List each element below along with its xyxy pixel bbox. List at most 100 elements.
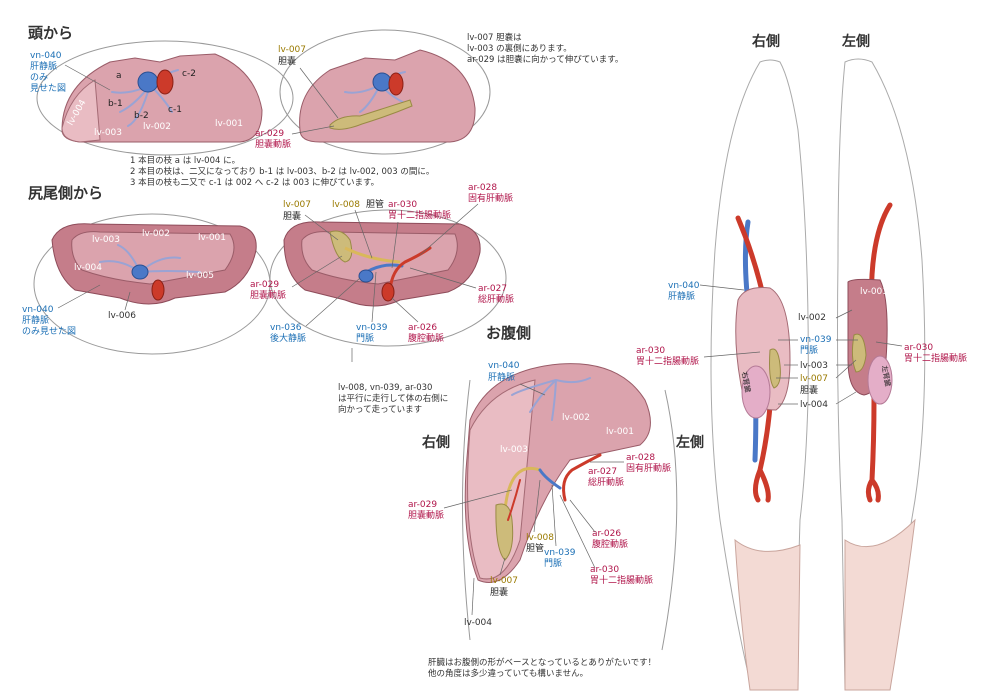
label-lv001-head: lv-001 — [215, 119, 243, 129]
head-view-hepatic-branches — [111, 69, 179, 127]
label-bile-duct-belly: 胆管 — [526, 542, 544, 554]
label-ar030-right: ar-030 — [636, 346, 665, 356]
label-ar030-left: ar-030 — [904, 343, 933, 353]
tail-view-gallbladder — [329, 230, 353, 263]
leader-lv004-belly — [471, 577, 475, 616]
head-view-vena-cava-2 — [372, 72, 392, 92]
label-proper-hepatic-tail2: 固有肝動脈 — [468, 192, 513, 204]
label-lv007-belly: lv-007 — [490, 576, 518, 586]
leader-ar026-belly — [569, 499, 596, 533]
leader-vn039-belly — [551, 484, 557, 547]
label-gallbladder-tail2: 胆嚢 — [283, 210, 301, 222]
label-ar027-belly: ar-027 — [588, 467, 617, 477]
label-vn039-tail2: vn-039 — [356, 323, 388, 333]
label-ar029-belly: ar-029 — [408, 500, 437, 510]
tail-view-vena-cava-2 — [358, 269, 374, 283]
left-side-leg — [844, 518, 916, 691]
note-footer-2: 他の角度は多少違っていても構いません。 — [428, 668, 588, 679]
label-proper-hepatic-belly: 固有肝動脈 — [626, 462, 671, 474]
label-lv007-head2: lv-007 — [278, 45, 306, 55]
leader-vn040-tail — [57, 284, 101, 309]
label-vn040-belly: vn-040 — [488, 361, 520, 371]
label-lv003-belly: lv-003 — [500, 445, 528, 455]
belly-body-outline-right — [661, 389, 678, 651]
label-common-hepatic-tail2: 総肝動脈 — [478, 293, 514, 305]
label-cystic-head2: 胆嚢動脈 — [255, 138, 291, 150]
label-vn039-belly: vn-039 — [544, 548, 576, 558]
head-view-lv004-1 — [61, 79, 101, 143]
leader-vn039-tail2 — [371, 271, 377, 323]
tail-view-outline-2 — [269, 209, 507, 347]
leader-ar030-right — [703, 351, 761, 358]
label-ar030-tail2: ar-030 — [388, 200, 417, 210]
belly-portal-vein — [538, 468, 562, 490]
label-lv008-belly: lv-008 — [526, 533, 554, 543]
leader-vn040-belly — [519, 383, 546, 396]
leader-lv007-head2 — [299, 67, 339, 119]
tail-view-vena-cava-1 — [131, 264, 149, 280]
label-celiac-belly: 腹腔動脈 — [592, 538, 628, 550]
leader-ar028-tail2 — [419, 203, 479, 256]
label-ar029-head2: ar-029 — [255, 129, 284, 139]
leader-lv007-side-right — [835, 359, 857, 379]
label-branch-b1: b-1 — [108, 99, 123, 109]
leader-lv008-belly — [533, 479, 541, 533]
leader-vn040-right — [699, 284, 745, 291]
heading-from-head: 頭から — [28, 24, 73, 42]
right-side-leg — [734, 538, 801, 691]
label-ar027-tail2: ar-027 — [478, 284, 507, 294]
leader-ar029-head2 — [291, 125, 335, 135]
head-view-outline-2 — [279, 29, 491, 155]
head-view-aorta-1 — [156, 69, 174, 95]
label-gallbladder-side: 胆嚢 — [800, 384, 818, 396]
note-branch-3: 3 本目の枝も二又で c-1 は 002 へ c-2 は 003 に伸びています… — [130, 177, 379, 188]
label-branch-a: a — [116, 71, 122, 81]
leader-vn036-tail2 — [305, 277, 361, 327]
heading-from-tail: 尻尾側から — [28, 184, 103, 202]
head-view-aorta-2 — [388, 72, 404, 96]
label-lv002-tail: lv-002 — [142, 229, 170, 239]
label-lv003-tail: lv-003 — [92, 235, 120, 245]
label-cystic-tail2: 胆嚢動脈 — [250, 289, 286, 301]
tail-view-aorta-1 — [151, 279, 165, 301]
label-lv006-tail: lv-006 — [108, 311, 136, 321]
label-lv003-side: lv-003 — [800, 361, 828, 371]
note-footer-1: 肝臓はお腹側の形がベースとなっているとありがたいです！ — [428, 657, 656, 668]
label-common-hepatic-belly: 総肝動脈 — [588, 476, 624, 488]
label-hepatic-vein-head: 肝静脈 — [30, 60, 57, 72]
label-gastroduodenal-tail2: 胃十二指腸動脈 — [388, 209, 451, 221]
label-only-fig-tail: のみ見せた図 — [22, 326, 76, 337]
label-hepatic-vein-right: 肝静脈 — [668, 290, 695, 302]
leader-ar026-tail2 — [391, 297, 419, 323]
leader-lv008-tail2 — [354, 209, 373, 259]
leader-ar029-tail2 — [291, 255, 343, 288]
label-gallbladder-head2: 胆嚢 — [278, 55, 296, 67]
label-belly-right: 右側 — [421, 434, 450, 451]
label-ar026-belly: ar-026 — [592, 529, 621, 539]
leader-lv002-side — [835, 309, 853, 319]
label-lv002-side: lv-002 — [798, 313, 826, 323]
note-parallel-1: lv-008, vn-039, ar-030 — [338, 383, 432, 393]
label-only-head: のみ — [30, 72, 48, 83]
label-ar030-belly: ar-030 — [590, 565, 619, 575]
leader-ar030-left — [875, 341, 903, 347]
label-vn039-side: vn-039 — [800, 335, 832, 345]
label-right-kidney: 右腎臓 — [740, 371, 753, 393]
label-cystic-belly: 胆嚢動脈 — [408, 509, 444, 521]
label-ar028-tail2: ar-028 — [468, 183, 497, 193]
leader-ar027-tail2 — [409, 267, 477, 289]
belly-lv003 — [467, 379, 536, 580]
label-vn040-head: vn-040 — [30, 51, 62, 61]
label-shown-fig-head: 見せた図 — [30, 83, 66, 94]
heading-right-side: 右側 — [751, 33, 780, 50]
label-left-kidney: 左腎臓 — [880, 365, 893, 387]
leader-lv007-belly — [499, 557, 506, 576]
note-gallbladder-3: ar-029 は胆嚢に向かって伸びています。 — [467, 54, 623, 65]
note-parallel-2: は平行に走行して体の右側に — [338, 393, 448, 404]
label-gastroduodenal-right: 胃十二指腸動脈 — [636, 355, 699, 367]
label-portal-tail2: 門脈 — [356, 332, 374, 344]
label-lv007-tail2: lv-007 — [283, 200, 311, 210]
heading-left-side: 左側 — [841, 33, 870, 50]
note-gallbladder-1: lv-007 胆嚢は — [467, 32, 522, 43]
leader-ar030-belly — [559, 494, 596, 569]
